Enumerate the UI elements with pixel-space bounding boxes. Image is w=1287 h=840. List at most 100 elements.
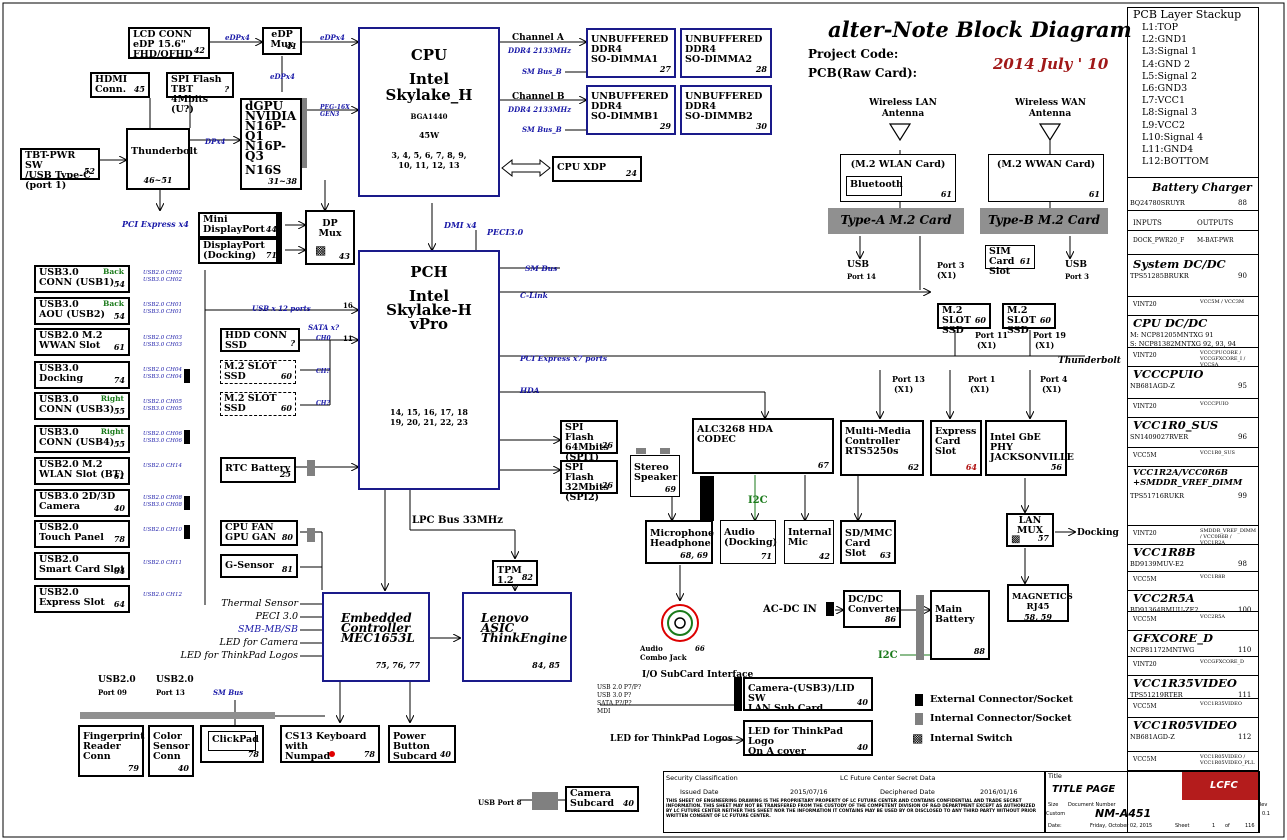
rail-output: VCCCPUCORE / VCCGFXCORE_I / VCCSA — [1200, 350, 1246, 368]
pcie-x7-label: PCI Express x7 ports — [520, 354, 608, 363]
dgpu-page: 31~38 — [268, 176, 297, 186]
codec-page: 67 — [817, 460, 829, 470]
power-page: 40 — [439, 749, 451, 759]
lan-mux-l2: MUX — [1016, 525, 1044, 536]
usb-connector-tag: Back — [103, 267, 124, 276]
dimm-a1: UNBUFFERED DDR4 SO-DIMMA1 27 — [586, 28, 676, 78]
edpx4-label-b: eDPx4 — [320, 33, 345, 42]
m2slot-a-page: 60 — [974, 315, 986, 325]
mmc-l3: RTS5250s — [845, 446, 899, 457]
rail-page: 99 — [1238, 492, 1247, 500]
rail-output: VCC2R5A — [1200, 614, 1225, 620]
keyboard: CS13 Keyboard with Numpad 78 — [280, 725, 380, 763]
fan-bar — [307, 528, 315, 542]
led-logo-l2: On A cover — [748, 746, 806, 757]
spi32-page: 26 — [601, 480, 613, 490]
panel-divider — [1127, 525, 1259, 526]
tpm-label: TPM 1.2 — [497, 565, 522, 586]
rail-input: VCC5M — [1133, 452, 1157, 459]
usb-connector-l1: USB2.0 M.2 — [39, 459, 103, 470]
hdmi-label: HDMI Conn. — [95, 74, 128, 95]
usb-connector-page: 55 — [113, 406, 125, 416]
stereo-speaker: Stereo Speaker 69 — [630, 455, 680, 497]
dgpu-l1: dGPU — [245, 99, 284, 113]
magnetics-page: 58, 59 — [1024, 612, 1052, 622]
usb-channel-label: USB2.0 CH11 — [143, 560, 182, 566]
hda-label: HDA — [520, 386, 540, 395]
main-battery: Main Battery 88 — [930, 590, 990, 660]
gsensor-page: 81 — [281, 564, 293, 574]
int-mic-l2: Mic — [788, 537, 808, 548]
cpu-block: CPU Intel Skylake_H BGA1440 45W 3, 4, 5,… — [358, 27, 500, 197]
rail-output: VCC1R35VIDEO — [1200, 701, 1242, 707]
title-header: Title — [1048, 772, 1062, 780]
rail-part: NB681AGD-Z — [1130, 382, 1175, 390]
usb-connector-page: 54 — [113, 279, 125, 289]
usb-connector-tag: Back — [103, 299, 124, 308]
dgpu-l3: N16P-Q1 — [245, 119, 287, 143]
rail-output: VCC1R05VIDEO / VCC1R05VIDEO_PLL — [1200, 754, 1255, 766]
diagram-title: alter-Note Block Diagram — [828, 17, 1132, 42]
lan-mux-switch-icon: ▩ — [1011, 534, 1021, 545]
cpu-pages: 3, 4, 5, 6, 7, 8, 9, — [391, 150, 467, 160]
audio-docking: Audio (Docking) 71 — [720, 520, 777, 564]
usb-connector-page: 78 — [113, 534, 125, 544]
rail-page: 112 — [1238, 733, 1252, 741]
cpu-xdp-label: CPU XDP — [557, 162, 607, 173]
rev-number: 0.1 — [1262, 811, 1270, 817]
internal-mic: Internal Mic 42 — [784, 520, 834, 564]
dp-dock-l1: DisplayPort — [203, 240, 265, 251]
rail-part: M: NCP81205MNTXG 91 — [1130, 331, 1214, 339]
panel-divider — [1127, 611, 1259, 612]
rail-output: VCC1R8B — [1200, 574, 1226, 580]
camera-sub-page: 40 — [622, 798, 634, 808]
wlan-antenna-l2: Antenna — [881, 109, 925, 119]
asic-page: 84, 85 — [532, 660, 560, 670]
panel-divider — [1127, 590, 1259, 591]
usb-channel-label: USB2.0 CH06 — [143, 431, 182, 437]
pcb-label: PCB(Raw Card): — [808, 66, 918, 80]
port3-x1-l1: Port 3 — [937, 260, 965, 270]
spi64-l2: 64Mbits — [565, 442, 609, 453]
usb-channel-label: USB3.0 CH05 — [143, 406, 182, 412]
m2-wlan-page: 61 — [940, 189, 952, 199]
stackup-layer: L1:TOP — [1142, 22, 1179, 33]
usb-connector-page: 61 — [113, 342, 125, 352]
speaker-bar-a — [636, 448, 646, 454]
rail-page: 110 — [1238, 646, 1252, 654]
cpu-tdp: 45W — [418, 130, 440, 140]
led-logo-page: 40 — [856, 742, 868, 752]
panel-divider — [1127, 571, 1259, 572]
express-l2: Card Slot — [935, 436, 961, 457]
custom-label: Custom — [1046, 811, 1066, 817]
usb-connector-l1: USB2.0 — [39, 522, 79, 533]
usb-connector-l1: USB3.0 — [39, 299, 79, 310]
dimm-b2: UNBUFFERED DDR4 SO-DIMMB2 30 — [680, 85, 772, 135]
charger-part: BQ24780SRUYR — [1130, 199, 1185, 207]
rail-input: VCC5M — [1133, 756, 1157, 763]
usb-channel-label: USB3.0 CH03 — [143, 342, 182, 348]
tbt-pwr-page: 52 — [83, 166, 95, 176]
ec-side-label: PECI 3.0 — [255, 611, 298, 622]
usb-connector-l2: CONN (USB3) — [39, 404, 115, 415]
m2-wlan-label: (M.2 WLAN Card) — [850, 159, 946, 170]
rail-part: TPS51716RUKR — [1130, 492, 1184, 500]
displayport-docking: DisplayPort (Docking) 71 — [198, 238, 282, 264]
usb-port3-l2: Port 3 — [1065, 272, 1089, 281]
cpu-fan-l1: CPU FAN — [225, 522, 274, 533]
usb-ports-num: 16 — [343, 301, 353, 310]
panel-divider — [1127, 230, 1259, 231]
gbe-phy: Intel GbE PHY JACKSONVILLE 56 — [985, 420, 1074, 476]
i2c-label-a: I2C — [748, 495, 768, 506]
dpx4-label: DPx4 — [205, 137, 226, 146]
audio-dock-page: 71 — [760, 551, 772, 561]
deciphered-date: 2016/01/16 — [980, 788, 1018, 796]
usb09-l2: Port 09 — [98, 688, 127, 697]
usb-connector-l2: WLAN Slot (BT) — [39, 469, 125, 480]
m2-wwan-card: (M.2 WWAN Card) 61 — [988, 154, 1104, 202]
color-l3: Conn — [153, 751, 181, 762]
mic-l2: Headphone — [650, 538, 711, 549]
lan-mux: LAN MUX ▩ 57 — [1006, 513, 1054, 547]
spi64-page: 26 — [601, 440, 613, 450]
rail-title: System DC/DC — [1133, 257, 1226, 271]
